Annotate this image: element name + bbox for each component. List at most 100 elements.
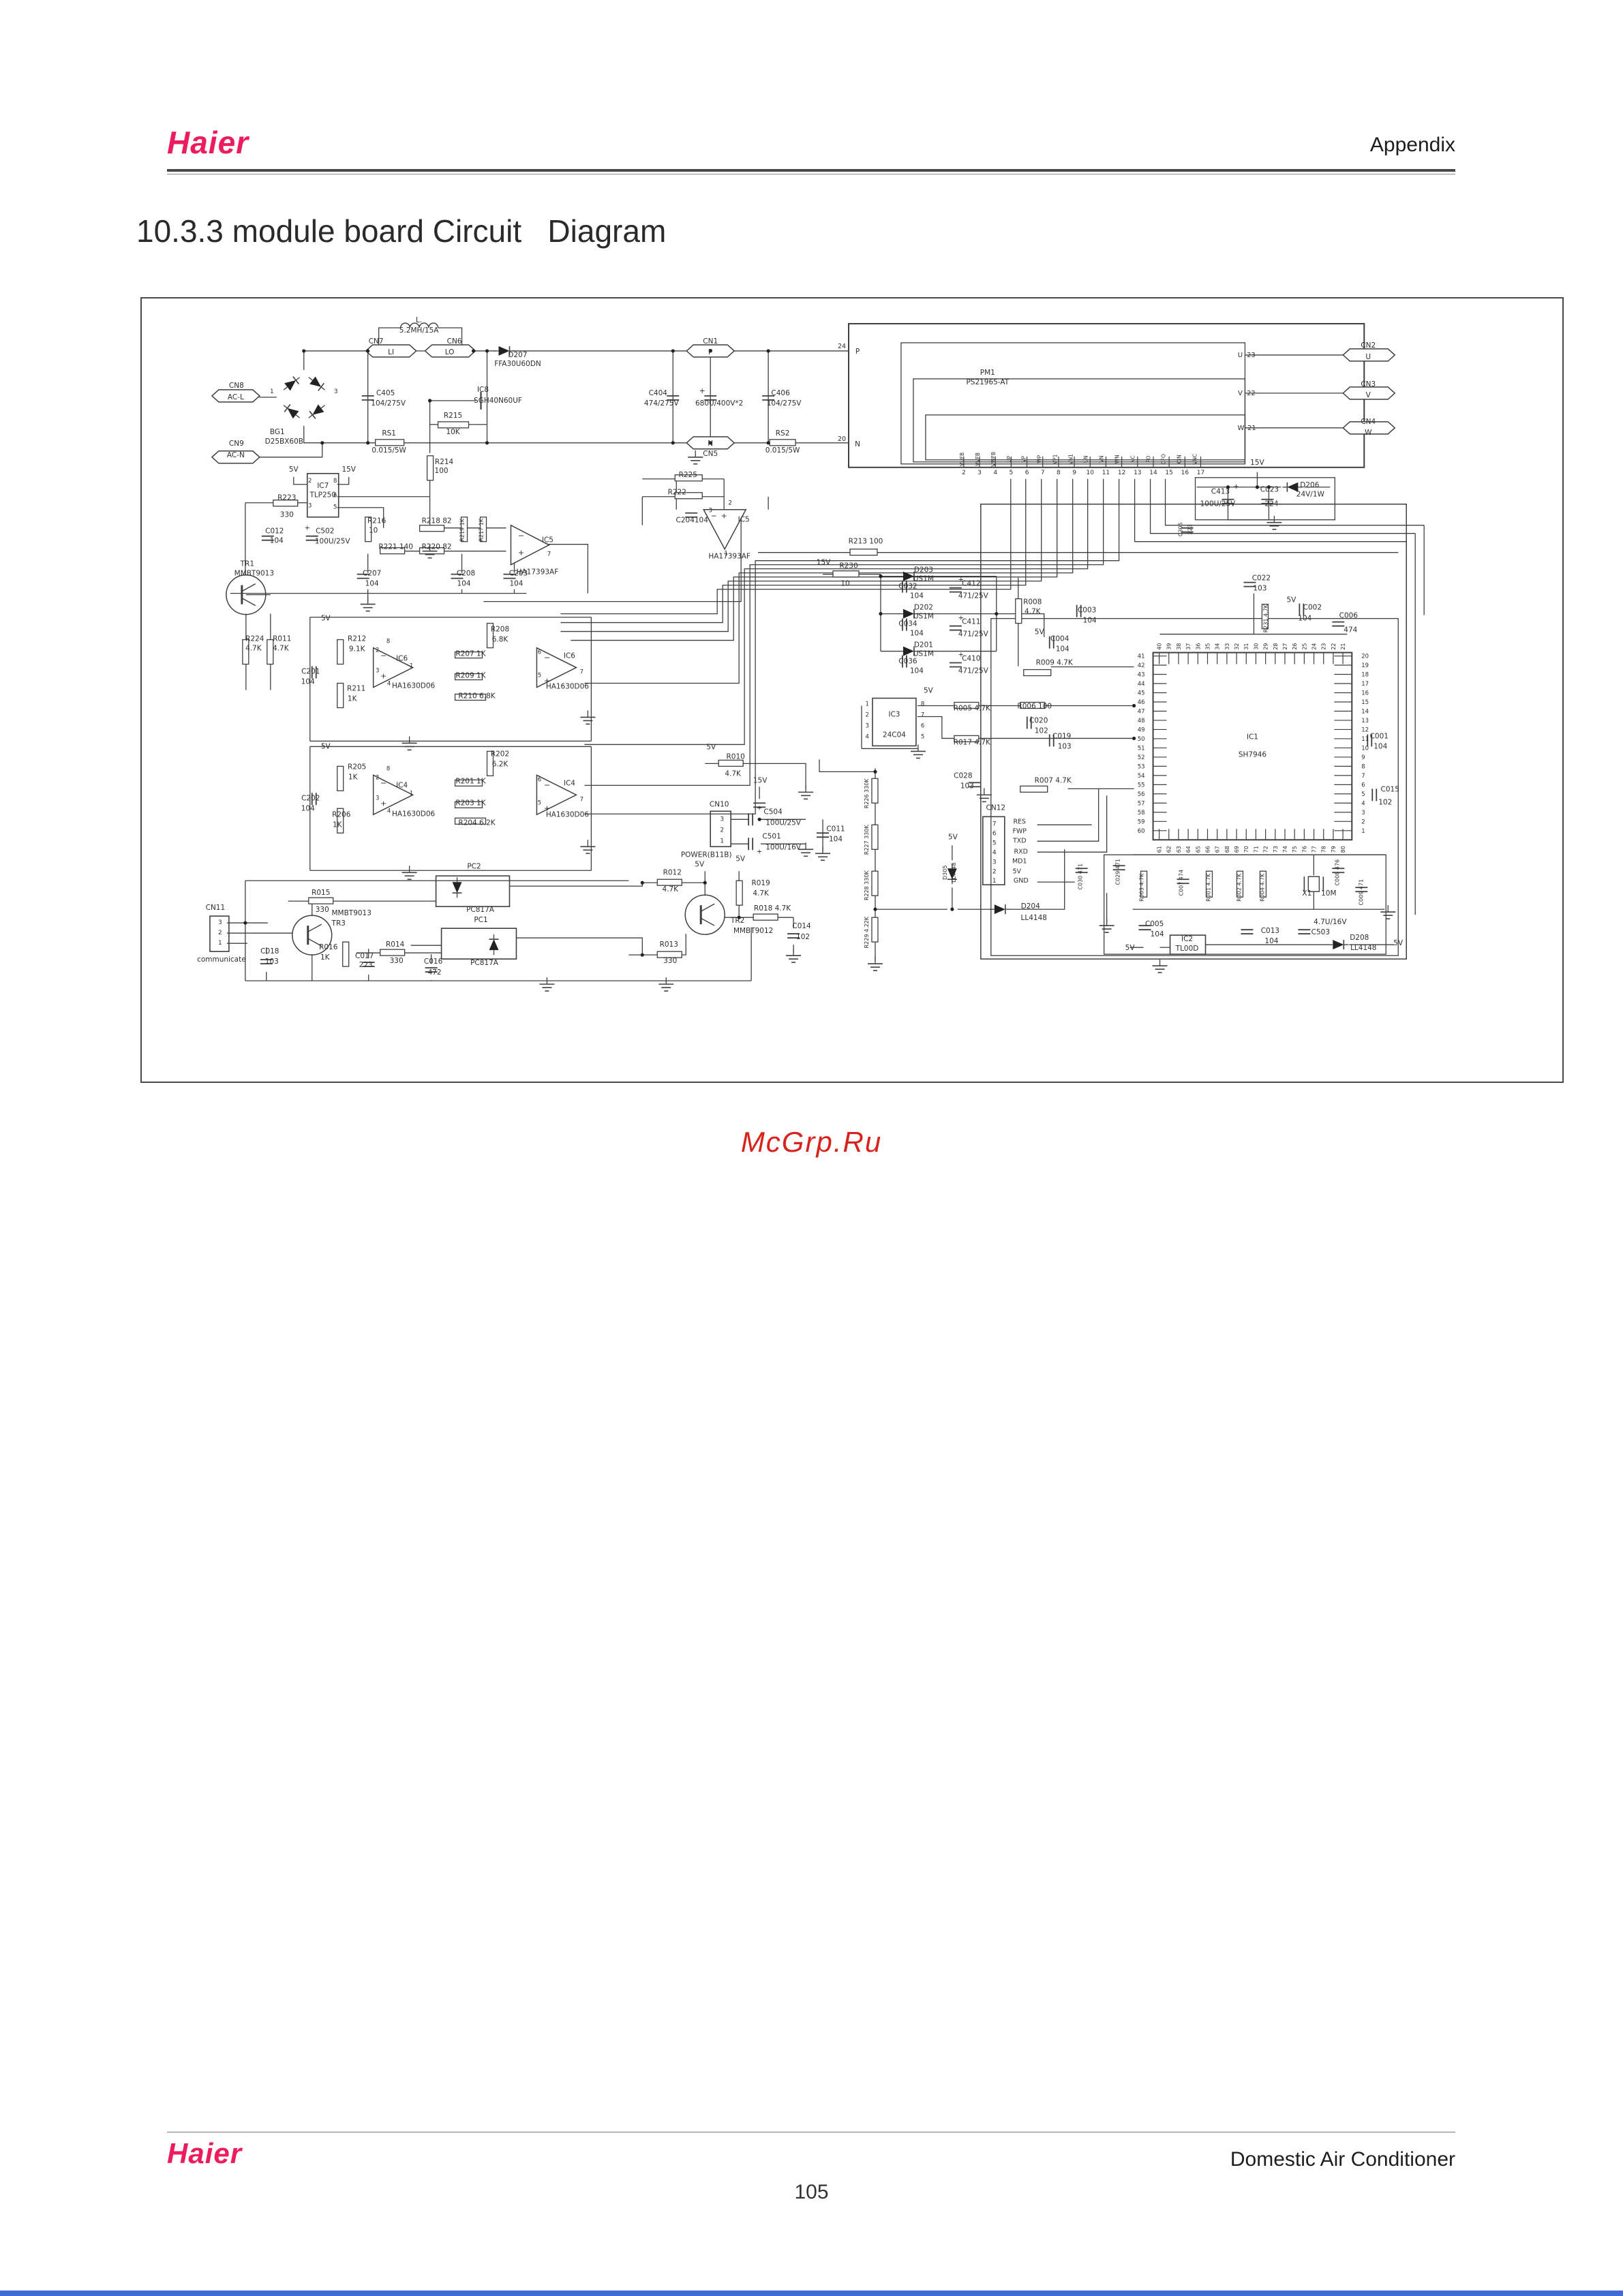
junction-dot [1255, 485, 1260, 489]
wire [743, 763, 806, 789]
schematic-label: R010 [727, 752, 745, 761]
schematic-label: 104 [1056, 645, 1070, 654]
pin-number: 68 [1224, 846, 1230, 853]
schematic-label: 5V [1035, 628, 1045, 637]
diode [489, 934, 499, 955]
pin-number: 7 [1361, 773, 1365, 780]
schematic-label: 104 [365, 580, 379, 588]
schematic-label: C018 [260, 947, 279, 955]
schematic-element [308, 414, 313, 418]
pin-number: 15 [1165, 470, 1172, 476]
pin-number: 23 [1321, 643, 1327, 649]
schematic-label: LL4148 [951, 863, 957, 883]
opamp-triangle [702, 508, 747, 551]
pin-number: 27 [1282, 643, 1288, 649]
wire [1037, 789, 1099, 842]
schematic-label: CN12 [986, 803, 1006, 812]
schematic-label: PM1 [980, 369, 995, 377]
schematic-label: C413 [1211, 488, 1230, 496]
pin-number: 9 [1072, 470, 1076, 476]
inductor-coil [399, 322, 439, 328]
schematic-label: IC4 [396, 781, 408, 789]
schematic-label: 2 [376, 647, 379, 654]
schematic-label: N [855, 440, 860, 448]
resistor [1205, 870, 1213, 898]
resistor [1261, 603, 1269, 630]
resistor [656, 951, 682, 958]
schematic-label: 223 [1187, 524, 1194, 534]
schematic-label: TR3 [331, 919, 346, 928]
schematic-label: 5V [948, 833, 958, 841]
capacitor [968, 782, 981, 788]
schematic-label: U [1238, 352, 1243, 359]
resistor [1259, 870, 1267, 898]
diode [1282, 482, 1303, 492]
component-box [982, 816, 1005, 886]
junction-dot [708, 441, 712, 445]
capacitor [787, 933, 800, 939]
opamp-triangle [536, 774, 578, 816]
schematic-label: LO [445, 348, 455, 356]
wire [560, 478, 1027, 624]
wire [560, 478, 1012, 615]
schematic-label: C022 [1252, 575, 1271, 583]
schematic-label: CIN [1177, 455, 1183, 463]
schematic-label: D201 [914, 641, 933, 649]
junction-dot [879, 611, 883, 616]
schematic-element [902, 646, 914, 656]
schematic-label: 100U/25V [765, 818, 802, 827]
pin-number: 6 [1361, 782, 1365, 789]
resistor [718, 759, 744, 767]
schematic-label: 10K [446, 428, 460, 436]
pin-number: 72 [1263, 846, 1269, 853]
pin-number: 34 [1215, 643, 1221, 649]
schematic-label: + [958, 615, 964, 622]
schematic-label: 4.7K [753, 889, 770, 898]
pin-number: 22 [1331, 643, 1337, 649]
schematic-label: C412 [962, 580, 980, 588]
pin-number: 16 [1181, 470, 1189, 476]
component-box [435, 875, 511, 908]
resistor [380, 949, 406, 956]
schematic-label: 5V [1125, 944, 1136, 952]
schematic-label: VUFB [959, 453, 965, 466]
schematic-label: R005 4.7K [954, 704, 991, 712]
pin-number: 18 [1361, 672, 1369, 679]
schematic-label: 104 [1298, 615, 1311, 623]
schematic-label: CN6 [447, 337, 462, 346]
pin-number: 12 [1118, 470, 1125, 476]
pin-number: 30 [1253, 643, 1259, 649]
wire [584, 478, 1104, 786]
schematic-label: 103 [1058, 742, 1072, 750]
pin-number: 20 [1361, 654, 1369, 660]
schematic-label: C016 [424, 958, 443, 966]
schematic-label: + [1233, 483, 1239, 491]
capacitor [685, 512, 698, 518]
schematic-label: R018 4.7K [754, 904, 791, 913]
pin-number: 1 [992, 878, 997, 885]
schematic-label: CN3 [1361, 380, 1376, 388]
resistor [954, 735, 980, 743]
schematic-label: CN4 [1361, 418, 1376, 426]
pin-number: 39 [1166, 643, 1172, 649]
schematic-element [312, 404, 324, 415]
schematic-label: 103 [960, 782, 974, 790]
schematic-label: AC-N [227, 451, 245, 459]
pin-number: 1 [218, 940, 222, 947]
schematic-label: − [380, 652, 386, 660]
schematic-label: RES [1013, 818, 1026, 825]
schematic-label: CN2 [1361, 341, 1376, 350]
pin-number: 77 [1311, 846, 1318, 853]
schematic-label: C002 [1303, 604, 1322, 612]
resistor [454, 651, 483, 659]
pin-number: 12 [1361, 726, 1369, 733]
capacitor [1181, 527, 1194, 533]
schematic-label: VWFB [990, 452, 997, 467]
schematic-label: R213 100 [849, 538, 883, 546]
schematic-element [318, 382, 324, 391]
wire [337, 507, 384, 528]
schematic-label: 2 [308, 478, 312, 485]
schematic-label: C011 [826, 825, 845, 833]
junction-dot [1266, 485, 1271, 489]
schematic-label: 330 [280, 511, 294, 519]
